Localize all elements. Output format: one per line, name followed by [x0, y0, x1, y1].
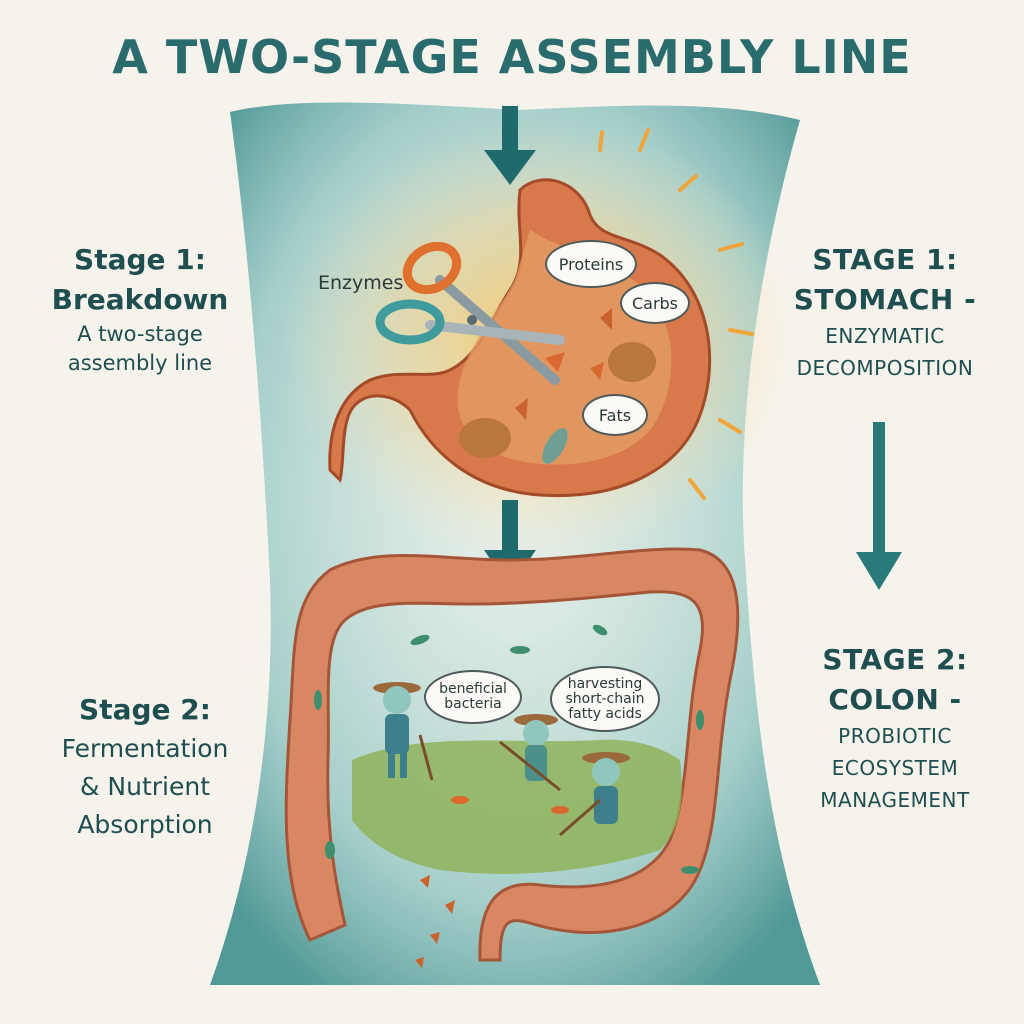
right-stage2-line-2: COLON - [828, 683, 962, 716]
colon-bacteria-dots [314, 624, 704, 874]
left-stage2-line-2: Fermentation [61, 734, 229, 763]
right-stage1-line-4: DECOMPOSITION [796, 356, 974, 380]
right-stage2-line-3: PROBIOTIC [838, 724, 952, 748]
farmer-figure [499, 714, 561, 792]
right-stage2-block: STAGE 2: COLON - PROBIOTIC ECOSYSTEM MAN… [790, 640, 1000, 816]
bacteria-label-line-2: bacteria [444, 696, 502, 712]
scissors-icon [375, 241, 565, 385]
farmer-figure [559, 752, 630, 837]
left-stage1-block: Stage 1: Breakdown A two-stage assembly … [40, 240, 240, 378]
fats-bubble: Fats [582, 394, 648, 436]
harvest-label-line-2: short-chain [565, 690, 645, 707]
right-stage1-line-2: STOMACH - [793, 283, 977, 316]
harvest-label-line-1: harvesting [567, 675, 643, 692]
arrow-down-icon [484, 106, 536, 185]
colon [284, 547, 740, 962]
left-stage2-line-3: & Nutrient [79, 772, 211, 801]
glow-rays [598, 128, 754, 500]
food-chunks [459, 308, 656, 464]
left-stage1-sub-1: A two-stage [77, 322, 203, 346]
left-stage1-sub-2: assembly line [67, 351, 213, 375]
falling-bits [415, 875, 455, 968]
harvest-label-line-3: fatty acids [568, 705, 642, 722]
bacteria-label-line-1: beneficial [439, 681, 507, 697]
enzymes-label: Enzymes [318, 272, 404, 294]
proteins-bubble: Proteins [545, 240, 637, 288]
right-stage1-line-3: ENZYMATIC [825, 324, 945, 348]
right-stage2-line-4: ECOSYSTEM [831, 756, 959, 780]
left-stage1-heading-2: Breakdown [51, 283, 229, 316]
carbs-bubble: Carbs [620, 282, 690, 324]
farmer-figure [373, 682, 434, 781]
right-stage2-line-5: MANAGEMENT [820, 788, 970, 812]
right-stage2-heading: STAGE 2: [822, 643, 968, 676]
left-stage2-line-4: Absorption [77, 810, 213, 839]
left-stage2-heading: Stage 2: [79, 693, 211, 726]
left-stage1-heading: Stage 1: [74, 243, 206, 276]
right-stage1-heading: STAGE 1: [812, 243, 958, 276]
page-title: A TWO-STAGE ASSEMBLY LINE [112, 30, 912, 84]
beneficial-bacteria-bubble: beneficial bacteria [424, 670, 522, 724]
harvesting-bubble: harvesting short-chain fatty acids [550, 666, 660, 732]
left-stage2-block: Stage 2: Fermentation & Nutrient Absorpt… [40, 690, 250, 844]
arrow-down-icon [856, 422, 902, 590]
right-stage1-block: STAGE 1: STOMACH - ENZYMATIC DECOMPOSITI… [770, 240, 1000, 384]
